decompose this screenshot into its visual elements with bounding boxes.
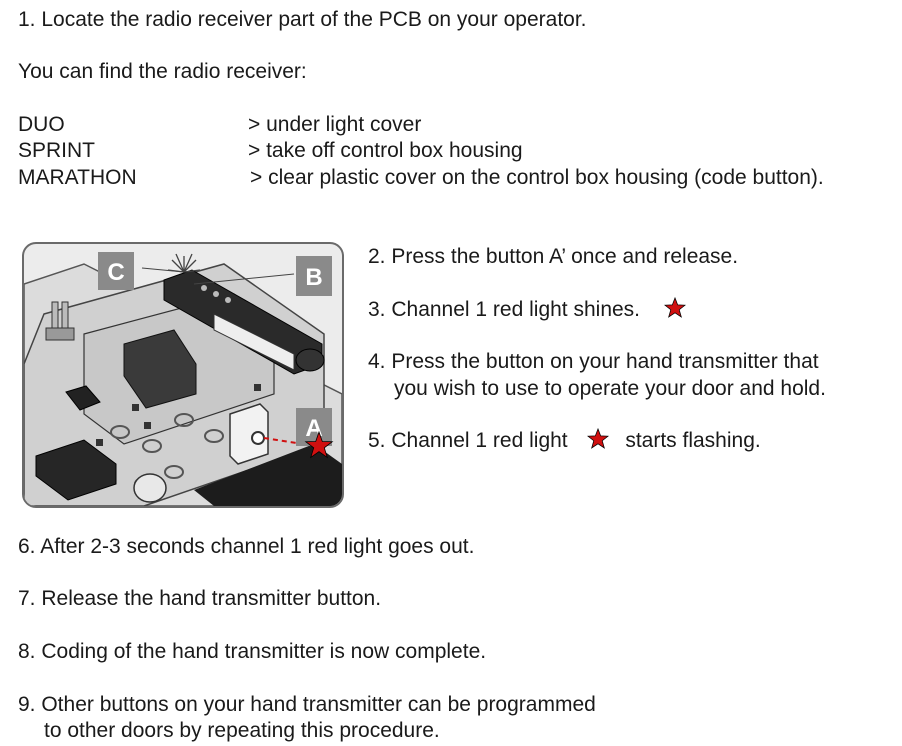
step-5-text-after: starts flashing.: [625, 429, 761, 452]
star-icon: [663, 297, 686, 318]
intro-text: You can find the radio receiver:: [18, 60, 307, 83]
step-3-text: 3. Channel 1 red light shines.: [368, 298, 641, 321]
star-icon: [587, 428, 610, 449]
step-1-text: 1. Locate the radio receiver part of the…: [18, 8, 587, 31]
pcb-drawing: C B A: [24, 252, 342, 506]
step-6-text: 6. After 2-3 seconds channel 1 red light…: [18, 535, 475, 558]
step-8-text: 8. Coding of the hand transmitter is now…: [18, 640, 487, 663]
label-c-box: [98, 252, 134, 290]
model-location-sprint: > take off control box housing: [248, 139, 523, 162]
label-c: C: [107, 259, 124, 286]
model-name-duo: DUO: [18, 113, 65, 136]
model-location-marathon: > clear plastic cover on the control box…: [250, 166, 824, 189]
label-b-box: [296, 256, 332, 296]
step-7-text: 7. Release the hand transmitter button.: [18, 587, 382, 610]
step-4-line-1: 4. Press the button on your hand transmi…: [368, 350, 819, 373]
step-2-text: 2. Press the button A’ once and release.: [368, 245, 739, 268]
step-5-row: 5. Channel 1 red light starts flashing.: [368, 428, 761, 454]
step-9-line-1: 9. Other buttons on your hand transmitte…: [18, 693, 596, 716]
step-9-line-2: to other doors by repeating this procedu…: [44, 719, 440, 742]
step-5-text-before: 5. Channel 1 red light: [368, 429, 568, 452]
star-icon: [304, 430, 334, 459]
step-4-line-2: you wish to use to operate your door and…: [394, 377, 826, 400]
model-location-duo: > under light cover: [248, 113, 422, 136]
label-a-box: [296, 408, 332, 446]
pcb-illustration: C B A: [22, 242, 344, 508]
step-3-row: 3. Channel 1 red light shines.: [368, 297, 686, 323]
model-name-sprint: SPRINT: [18, 139, 96, 162]
model-name-marathon: MARATHON: [18, 166, 137, 189]
label-b: B: [305, 264, 322, 291]
